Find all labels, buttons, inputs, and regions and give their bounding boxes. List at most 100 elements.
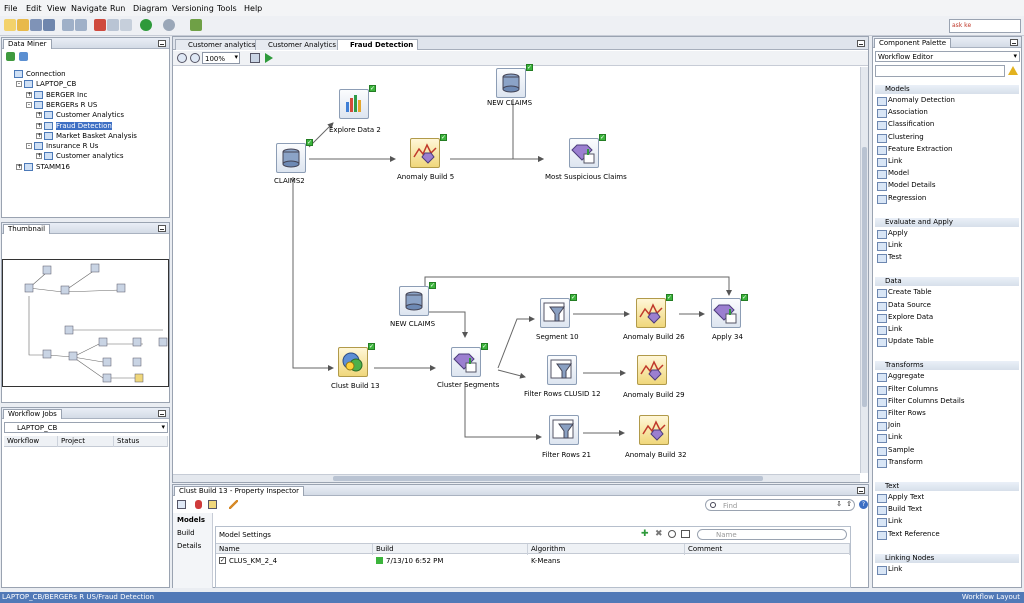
- palette-section-header[interactable]: Data: [875, 277, 1019, 287]
- column-name[interactable]: Name: [216, 544, 373, 555]
- fit-icon[interactable]: [250, 53, 260, 63]
- tab-list-button[interactable]: [857, 40, 865, 47]
- tab-build[interactable]: Build: [177, 529, 195, 537]
- cut-icon[interactable]: [94, 19, 106, 31]
- node-cluster-segments[interactable]: ✓: [451, 343, 488, 377]
- minimize-button[interactable]: [158, 225, 166, 232]
- palette-item[interactable]: Text Reference: [877, 530, 940, 540]
- palette-section-header[interactable]: Text: [875, 482, 1019, 491]
- properties-icon[interactable]: [208, 500, 217, 509]
- palette-item[interactable]: Link: [877, 565, 902, 575]
- undo-icon[interactable]: [62, 19, 74, 31]
- run-icon[interactable]: [265, 53, 273, 63]
- copy-icon[interactable]: [107, 19, 119, 31]
- zoom-in-icon[interactable]: [177, 53, 187, 63]
- zoom-out-icon[interactable]: [190, 53, 200, 63]
- palette-item[interactable]: Filter Columns Details: [877, 397, 965, 407]
- tab-details[interactable]: Details: [177, 542, 202, 550]
- settings-icon[interactable]: [668, 530, 676, 538]
- tab-component-palette[interactable]: Component Palette: [874, 38, 952, 48]
- node-filter-rows-clusid-12[interactable]: [547, 355, 577, 385]
- horizontal-scrollbar[interactable]: [173, 474, 860, 482]
- row-checkbox[interactable]: ✓: [219, 557, 226, 564]
- palette-section-header[interactable]: Transforms: [875, 361, 1019, 371]
- thumbnail-viewport[interactable]: [2, 259, 169, 387]
- paste-icon[interactable]: [120, 19, 132, 31]
- palette-item[interactable]: Filter Columns: [877, 385, 938, 395]
- column-status[interactable]: Status: [114, 436, 168, 447]
- tree-item[interactable]: Insurance R Us: [46, 142, 99, 151]
- palette-item[interactable]: Link: [877, 157, 902, 167]
- tab-workflow-jobs[interactable]: Workflow Jobs: [3, 409, 62, 419]
- menu-file[interactable]: File: [4, 4, 18, 13]
- palette-item[interactable]: Feature Extraction: [877, 145, 952, 155]
- palette-item[interactable]: Data Source: [877, 301, 931, 311]
- minimize-button[interactable]: [857, 487, 865, 494]
- palette-item[interactable]: Apply: [877, 229, 908, 239]
- connection-select[interactable]: LAPTOP_CB ▾: [4, 422, 168, 433]
- open-icon[interactable]: [17, 19, 29, 31]
- node-segment-10[interactable]: ✓: [540, 294, 577, 328]
- menu-versioning[interactable]: Versioning: [172, 4, 214, 13]
- tab-property-inspector[interactable]: Clust Build 13 - Property Inspector: [174, 486, 305, 496]
- redo-icon[interactable]: [75, 19, 87, 31]
- palette-item[interactable]: Create Table: [877, 288, 932, 299]
- name-filter-input[interactable]: Name: [697, 529, 847, 540]
- scrollbar-thumb[interactable]: [862, 147, 867, 407]
- tree-expander[interactable]: +: [16, 162, 23, 170]
- menu-tools[interactable]: Tools: [217, 4, 237, 13]
- tree-expander[interactable]: +: [26, 90, 33, 98]
- tree-item[interactable]: BERGERs R US: [46, 100, 98, 109]
- palette-item[interactable]: Update Table: [877, 337, 934, 348]
- save-icon[interactable]: [30, 19, 42, 31]
- tree-expander[interactable]: -: [26, 142, 32, 150]
- palette-item[interactable]: Filter Rows: [877, 409, 926, 419]
- palette-section-header[interactable]: Evaluate and Apply: [875, 217, 1019, 227]
- tree-expander[interactable]: -: [26, 100, 32, 108]
- help-icon[interactable]: ?: [859, 500, 868, 509]
- tree-expander[interactable]: +: [36, 111, 43, 119]
- palette-item[interactable]: Sample: [877, 446, 914, 456]
- refresh-icon[interactable]: [19, 52, 28, 61]
- node-new-claims-bottom[interactable]: ✓: [399, 282, 436, 316]
- node-clust-build-13[interactable]: ✓: [338, 343, 375, 377]
- tab-fraud-detection[interactable]: Fraud Detection: [337, 39, 419, 50]
- palette-item[interactable]: Link: [877, 241, 902, 251]
- node-anomaly-build-26[interactable]: ✓: [636, 294, 673, 328]
- palette-item[interactable]: Link: [877, 325, 902, 335]
- node-filter-rows-21[interactable]: [549, 415, 579, 445]
- save-all-icon[interactable]: [43, 19, 55, 31]
- add-icon[interactable]: ✚: [641, 529, 649, 539]
- tree-item[interactable]: Customer Analytics: [56, 111, 125, 120]
- back-icon[interactable]: [163, 19, 175, 31]
- palette-item[interactable]: Explore Data: [877, 313, 933, 323]
- minimize-button[interactable]: [158, 410, 166, 417]
- tree-item[interactable]: Market Basket Analysis: [56, 131, 137, 140]
- tab-thumbnail[interactable]: Thumbnail: [3, 224, 51, 234]
- menu-view[interactable]: View: [47, 4, 66, 13]
- pin-icon[interactable]: [195, 500, 202, 509]
- column-algorithm[interactable]: Algorithm: [528, 544, 685, 555]
- tree-expander[interactable]: +: [36, 131, 43, 139]
- palette-item[interactable]: Build Text: [877, 505, 922, 516]
- tab-data-miner[interactable]: Data Miner: [3, 39, 52, 49]
- edit-icon[interactable]: [229, 500, 238, 509]
- palette-item[interactable]: Clustering: [877, 133, 924, 143]
- menu-diagram[interactable]: Diagram: [133, 4, 168, 13]
- arrow-down-icon[interactable]: ⇩: [836, 500, 842, 508]
- node-claims2[interactable]: ✓: [276, 139, 313, 173]
- options-icon[interactable]: [681, 530, 690, 538]
- tree-expander[interactable]: +: [36, 121, 43, 129]
- palette-item[interactable]: Transform: [877, 458, 923, 468]
- palette-item[interactable]: Anomaly Detection: [877, 96, 955, 106]
- node-anomaly-build-32[interactable]: [639, 415, 669, 445]
- menu-run[interactable]: Run: [110, 4, 126, 13]
- table-row[interactable]: ✓ CLUS_KM_2_4 7/13/10 6:52 PM K-Means: [216, 555, 850, 566]
- palette-item[interactable]: Test: [877, 253, 902, 264]
- palette-item[interactable]: Classification: [877, 120, 934, 131]
- node-apply-34[interactable]: ✓: [711, 294, 748, 328]
- tree-item[interactable]: STAMM16: [36, 162, 70, 171]
- palette-section-header[interactable]: Linking Nodes: [875, 553, 1019, 563]
- palette-section-header[interactable]: Models: [875, 85, 1019, 94]
- palette-item[interactable]: Apply Text: [877, 493, 924, 503]
